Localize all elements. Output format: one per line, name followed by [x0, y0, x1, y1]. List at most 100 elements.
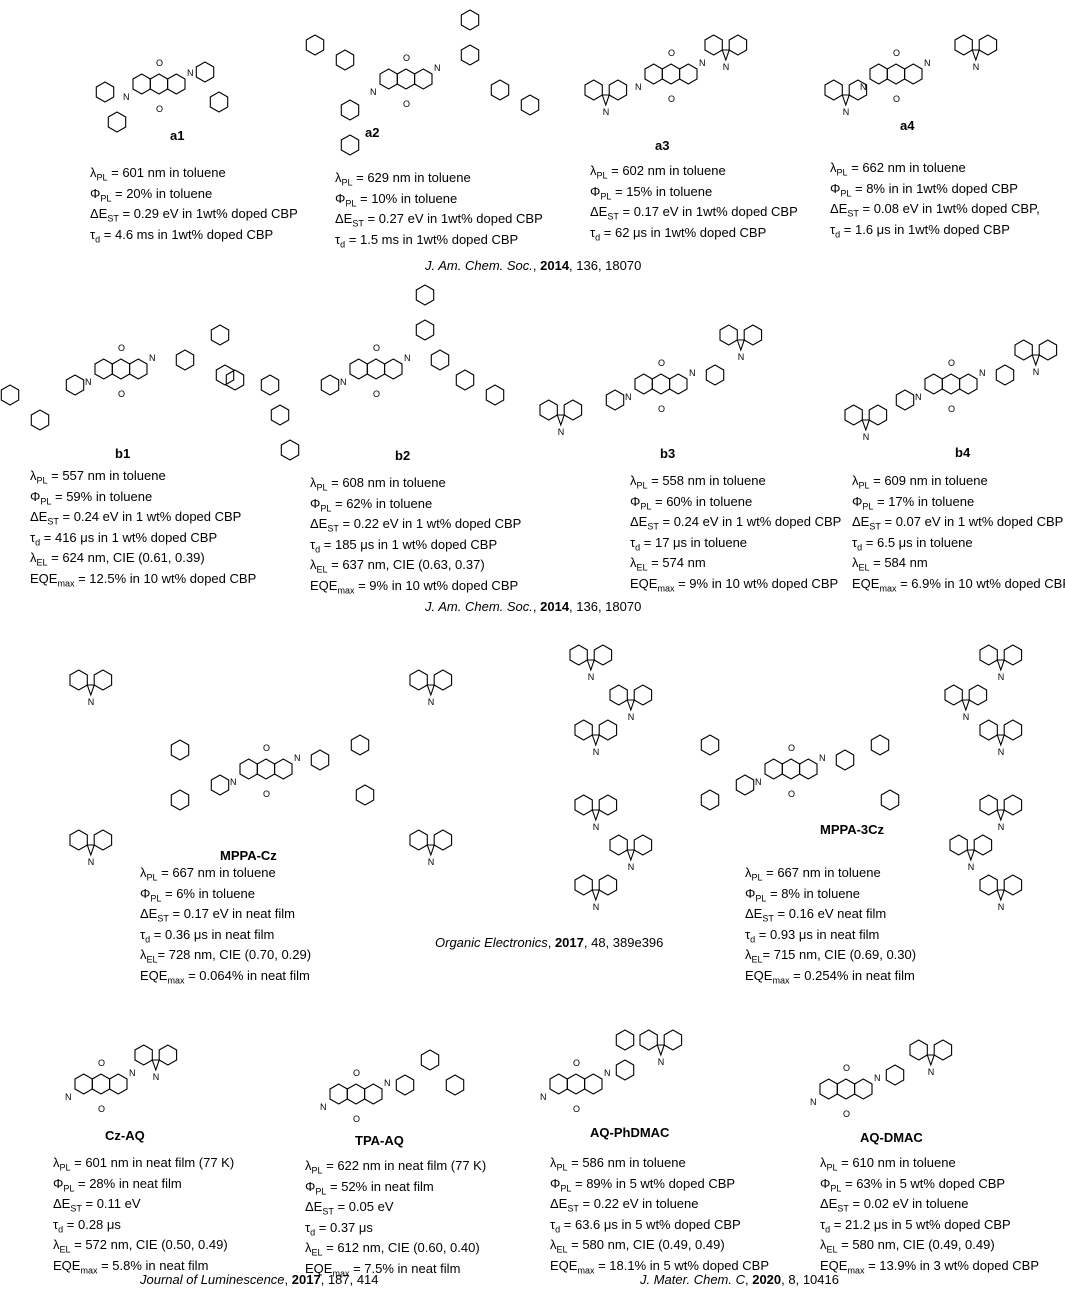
- publication-year: 2014: [540, 258, 570, 273]
- donor-unit: N: [584, 79, 628, 117]
- anthraquinone-core: O O N N: [755, 743, 825, 799]
- svg-text:N: N: [755, 777, 762, 787]
- donor-unit: N: [569, 644, 613, 682]
- phenyl-ring: [355, 784, 375, 806]
- svg-text:N: N: [968, 862, 975, 872]
- svg-text:N: N: [370, 87, 377, 97]
- phenyl-ring: [340, 99, 360, 121]
- svg-text:N: N: [628, 712, 635, 722]
- svg-text:N: N: [320, 1102, 327, 1112]
- volume-pages: , 136, 18070: [569, 258, 642, 273]
- donor-unit: N: [824, 79, 868, 117]
- svg-text:N: N: [973, 62, 980, 72]
- donor-unit: N: [704, 34, 748, 72]
- property-line: λPL = 667 nm in toluene: [140, 865, 276, 883]
- property-line: λPL = 629 nm in toluene: [335, 170, 471, 188]
- property-line: τd = 1.6 μs in 1wt% doped CBP: [830, 221, 1010, 240]
- phenyl-ring: [735, 774, 755, 796]
- compound-label-aq-phdmac: AQ-PhDMAC: [590, 1125, 670, 1140]
- property-line: ΦPL = 8% in toluene: [745, 885, 860, 904]
- svg-text:N: N: [924, 58, 931, 68]
- volume-pages: , 48, 389e396: [583, 935, 664, 950]
- svg-text:O: O: [668, 94, 675, 104]
- property-line: λEL= 715 nm, CIE (0.69, 0.30): [745, 947, 917, 965]
- svg-text:N: N: [404, 353, 411, 363]
- phenyl-ring: [415, 284, 435, 306]
- property-line: ΔEST = 0.05 eV: [305, 1199, 394, 1217]
- compound-label-mppa-3cz: MPPA-3Cz: [820, 822, 885, 837]
- donor-unit: N: [909, 1039, 953, 1077]
- phenyl-ring: [107, 111, 127, 133]
- journal-name: J. Mater. Chem. C: [640, 1272, 745, 1287]
- svg-text:O: O: [843, 1063, 850, 1073]
- reference-section-1: J. Am. Chem. Soc., 2014, 136, 18070: [425, 258, 642, 273]
- property-line: τd = 17 μs in toluene: [630, 534, 748, 553]
- property-line: ΦPL = 62% in toluene: [310, 495, 433, 514]
- phenyl-ring: [215, 364, 235, 386]
- property-line: ΔEST = 0.24 eV in 1 wt% doped CBP: [30, 509, 242, 527]
- phenyl-ring: [209, 91, 229, 113]
- donor-unit: N: [639, 1029, 683, 1067]
- property-line: λPL = 608 nm in toluene: [310, 475, 446, 493]
- phenyl-ring: [995, 364, 1015, 386]
- property-line: τd = 63.6 μs in 5 wt% doped CBP: [550, 1216, 741, 1235]
- property-line: λEL = 637 nm, CIE (0.63, 0.37): [310, 557, 485, 575]
- property-line: ΔEST = 0.08 eV in 1wt% doped CBP,: [830, 201, 1040, 219]
- svg-text:N: N: [874, 1073, 881, 1083]
- journal-name: Organic Electronics: [435, 935, 548, 950]
- property-line: λPL = 622 nm in neat film (77 K): [305, 1158, 487, 1176]
- property-line: EQEmax = 18.1% in 5 wt% doped CBP: [550, 1257, 770, 1276]
- phenyl-ring: [420, 1049, 440, 1071]
- svg-text:O: O: [788, 789, 795, 799]
- phenyl-ring: [335, 49, 355, 71]
- svg-text:N: N: [625, 392, 632, 402]
- svg-text:N: N: [540, 1092, 547, 1102]
- svg-text:N: N: [819, 753, 826, 763]
- property-line: ΦPL = 15% in toluene: [590, 183, 713, 202]
- svg-text:N: N: [843, 107, 850, 117]
- publication-year: 2017: [554, 935, 584, 950]
- property-line: EQEmax = 7.5% in neat film: [305, 1260, 461, 1279]
- property-line: ΦPL = 17% in toluene: [852, 493, 975, 512]
- property-line: λEL = 580 nm, CIE (0.49, 0.49): [550, 1237, 725, 1255]
- svg-text:O: O: [156, 58, 163, 68]
- donor-unit: N: [979, 874, 1023, 912]
- property-line: EQEmax = 9% in 10 wt% doped CBP: [630, 575, 839, 594]
- svg-text:O: O: [118, 343, 125, 353]
- phenyl-ring: [430, 349, 450, 371]
- donor-unit: N: [949, 834, 993, 872]
- phenyl-ring: [225, 369, 245, 391]
- compound-label-b4: b4: [955, 445, 971, 460]
- svg-text:N: N: [810, 1097, 817, 1107]
- svg-text:N: N: [149, 353, 156, 363]
- svg-text:N: N: [998, 747, 1005, 757]
- svg-text:O: O: [948, 358, 955, 368]
- property-line: ΦPL = 6% in toluene: [140, 885, 255, 904]
- svg-text:O: O: [788, 743, 795, 753]
- property-line: λPL = 602 nm in toluene: [590, 163, 726, 181]
- svg-text:O: O: [893, 94, 900, 104]
- phenyl-ring: [605, 389, 625, 411]
- phenyl-ring: [270, 404, 290, 426]
- property-line: ΔEST = 0.11 eV: [53, 1196, 141, 1214]
- donor-unit: N: [1014, 339, 1058, 377]
- phenyl-ring: [350, 734, 370, 756]
- publication-year: 2017: [291, 1272, 321, 1287]
